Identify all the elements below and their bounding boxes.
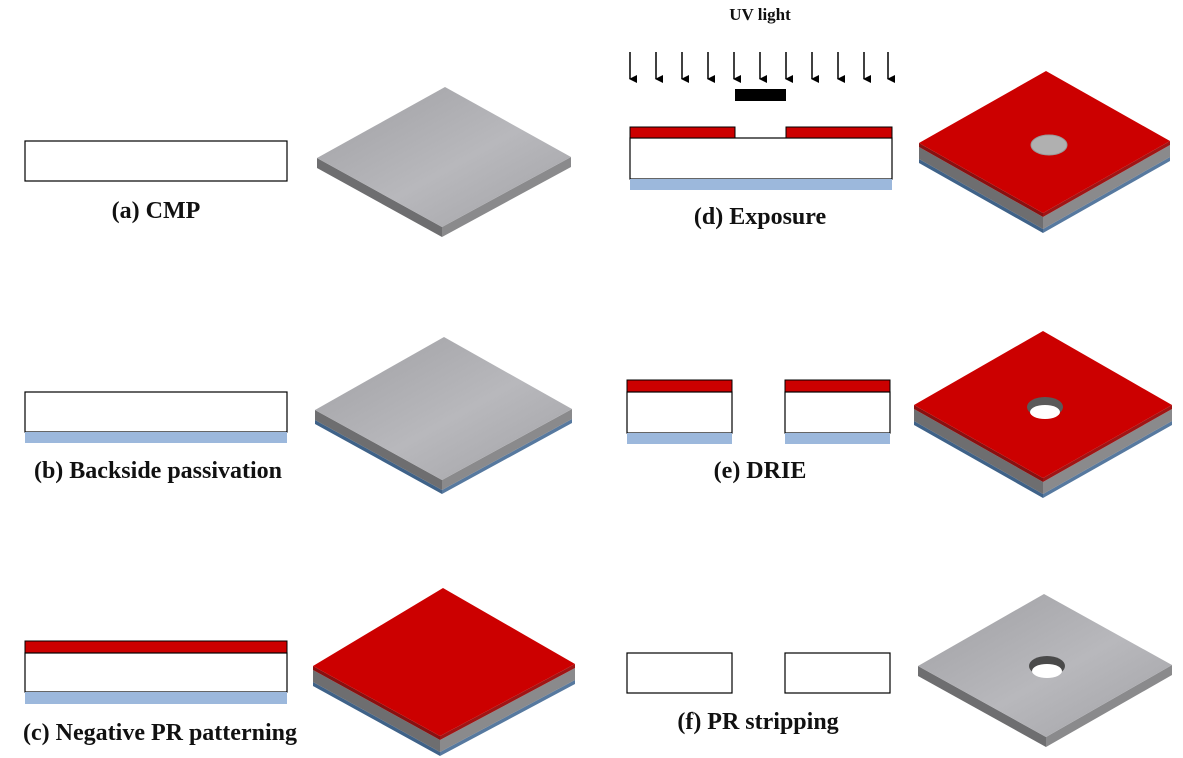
wafer-pr-edge-right [1043, 405, 1172, 482]
step-b-cross-section [24, 391, 288, 443]
passivation-layer [630, 179, 892, 190]
step-c-label: (c) Negative PR patterning [23, 720, 297, 746]
step-a-iso-wafer [317, 87, 571, 237]
step-f-pr-stripping: (f) PR stripping [626, 594, 1172, 747]
step-b-backside-passivation: (b) Backside passivation [24, 337, 572, 494]
wafer-side-left [919, 147, 1043, 229]
step-d-iso-wafer [919, 71, 1170, 233]
wafer-side-left [317, 158, 442, 237]
photoresist-right [784, 379, 891, 393]
wafer-pr-edge-left [914, 405, 1043, 482]
step-c-negative-pr-patterning: (c) Negative PR patterning [23, 588, 575, 756]
wafer-side-right [1043, 145, 1170, 229]
step-d-cross-section [629, 126, 893, 190]
wafer-side-left [315, 410, 442, 490]
uv-arrows [629, 52, 895, 83]
step-c-iso-wafer [313, 588, 575, 756]
step-f-iso-wafer [918, 594, 1172, 747]
wafer-pr-edge-left [919, 143, 1043, 217]
photoresist-left [626, 379, 733, 393]
step-a-cmp: (a) CMP [24, 87, 571, 237]
photoresist-left [629, 126, 736, 139]
wafer-pr-edge-right [440, 664, 575, 740]
step-c-cross-section [24, 640, 288, 704]
passivation-left [627, 433, 732, 444]
substrate-layer [24, 652, 288, 693]
wafer-side-right [1046, 665, 1172, 747]
etched-hole [1029, 656, 1065, 678]
wafer-passivation-right [442, 419, 572, 494]
wafer-pr-edge-right [1043, 141, 1170, 217]
step-d-label: (d) Exposure [694, 204, 827, 230]
hole-through [1032, 664, 1062, 678]
wafer-side-right [442, 409, 572, 490]
step-a-cross-section [24, 140, 288, 182]
hole-through [1030, 405, 1060, 419]
wafer-side-right [1043, 409, 1172, 494]
uv-light-label: UV light [729, 5, 791, 24]
exposed-region [1030, 134, 1068, 156]
wafer-passivation-left [315, 420, 442, 494]
step-e-iso-wafer [914, 331, 1172, 498]
step-b-label: (b) Backside passivation [34, 458, 282, 484]
wafer-side-right [440, 668, 575, 752]
wafer-side-right [442, 157, 571, 237]
wafer-top-surface [315, 337, 572, 480]
substrate-left [626, 652, 733, 694]
wafer-passivation-left [313, 682, 440, 756]
passivation-layer [25, 692, 287, 704]
substrate-right [784, 391, 891, 434]
wafer-side-left [313, 670, 440, 752]
step-e-cross-section [626, 379, 891, 444]
passivation-layer [25, 432, 287, 443]
wafer-side-left [918, 666, 1046, 747]
etched-hole [1027, 397, 1063, 419]
substrate-left [626, 391, 733, 434]
step-e-label: (e) DRIE [714, 458, 807, 484]
wafer-pr-edge-left [313, 666, 440, 740]
wafer-passivation-right [1043, 421, 1172, 498]
wafer-passivation-right [1043, 157, 1170, 233]
wafer-passivation-left [914, 421, 1043, 498]
passivation-right [785, 433, 890, 444]
photoresist-layer [24, 640, 288, 654]
wafer-passivation-left [919, 159, 1043, 233]
step-f-cross-section [626, 652, 891, 694]
wafer-top-surface [317, 87, 571, 227]
wafer-photoresist-top [313, 588, 575, 736]
step-d-exposure: UV light [629, 5, 1170, 233]
substrate-layer [24, 140, 288, 182]
photomask [735, 89, 786, 101]
photoresist-right [785, 126, 893, 139]
step-a-label: (a) CMP [112, 198, 201, 224]
step-f-label: (f) PR stripping [677, 709, 838, 735]
substrate-layer [629, 137, 893, 180]
wafer-passivation-right [440, 680, 575, 756]
step-e-drie: (e) DRIE [626, 331, 1172, 498]
step-b-iso-wafer [315, 337, 572, 494]
substrate-layer [24, 391, 288, 433]
wafer-side-left [914, 409, 1043, 494]
substrate-right [784, 652, 891, 694]
